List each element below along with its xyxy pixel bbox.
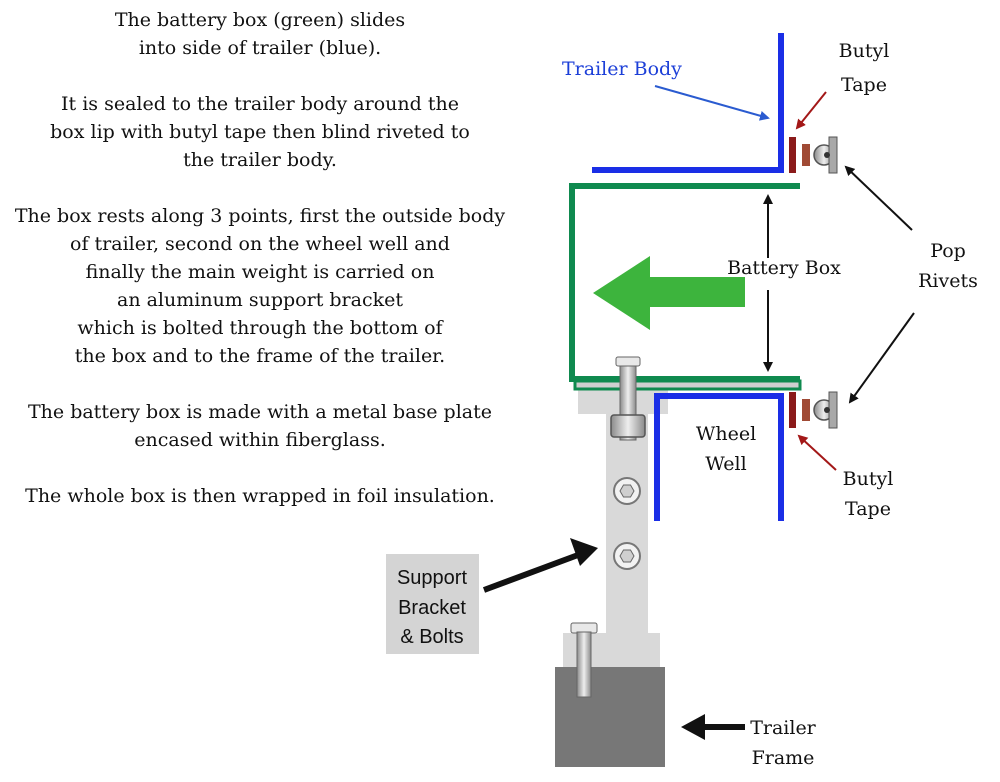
support-bracket-label: Bracket: [398, 597, 466, 619]
pop-rivets-label: Pop: [930, 240, 966, 262]
bracket-bolt-upper: [613, 477, 641, 505]
support-bracket-label: Support: [397, 567, 467, 589]
description-text: The battery box (green) slides into side…: [0, 6, 520, 538]
trailer-body-arrow: [654, 85, 770, 121]
trailer-body-label: Trailer Body: [562, 58, 682, 80]
battery-box-label: Battery Box: [727, 257, 841, 279]
wheel-well-label: Well: [705, 453, 746, 475]
trailer-frame-label: Trailer: [750, 717, 816, 739]
trailer-frame-label: Frame: [752, 747, 815, 769]
pop-rivet-top: [802, 136, 838, 174]
frame-bolt: [570, 622, 598, 698]
support-bracket-arrowhead: [570, 538, 598, 566]
paragraph-slides: The battery box (green) slides into side…: [114, 9, 406, 59]
battery-box: [569, 183, 802, 391]
pop-rivet-bottom: [802, 391, 838, 429]
support-bracket-arrow: [482, 552, 580, 593]
butyl-tape-top-strip: [789, 137, 796, 173]
trailer-body: [592, 33, 784, 521]
pop-rivets-label: Rivets: [918, 270, 978, 292]
pop-rivets-arrow-top: [844, 165, 913, 231]
butyl-tape-bottom-label: Tape: [845, 498, 891, 520]
support-bracket-label: & Bolts: [400, 626, 463, 648]
paragraph-sealed: It is sealed to the trailer body around …: [50, 93, 470, 171]
slide-direction-arrow: [593, 256, 745, 330]
support-bracket-label-box: [386, 554, 479, 654]
butyl-tape-top-label: Tape: [841, 74, 887, 96]
paragraph-rests: The box rests along 3 points, first the …: [14, 205, 506, 367]
butyl-tape-bottom-arrow: [797, 434, 837, 471]
paragraph-insulation: The whole box is then wrapped in foil in…: [25, 485, 495, 507]
paragraph-base-plate: The battery box is made with a metal bas…: [28, 401, 492, 451]
butyl-tape-bottom-label: Butyl: [843, 468, 894, 490]
butyl-tape-bottom-strip: [789, 392, 796, 428]
box-bolt: [610, 356, 646, 441]
butyl-tape-top-arrow: [795, 91, 827, 130]
trailer-frame-arrowhead: [681, 714, 705, 740]
trailer-frame-block: [555, 667, 665, 767]
butyl-tape-top-label: Butyl: [839, 40, 890, 62]
bracket-bolt-lower: [613, 542, 641, 570]
pop-rivets-arrow-bottom: [848, 312, 915, 404]
wheel-well-label: Wheel: [696, 423, 756, 445]
